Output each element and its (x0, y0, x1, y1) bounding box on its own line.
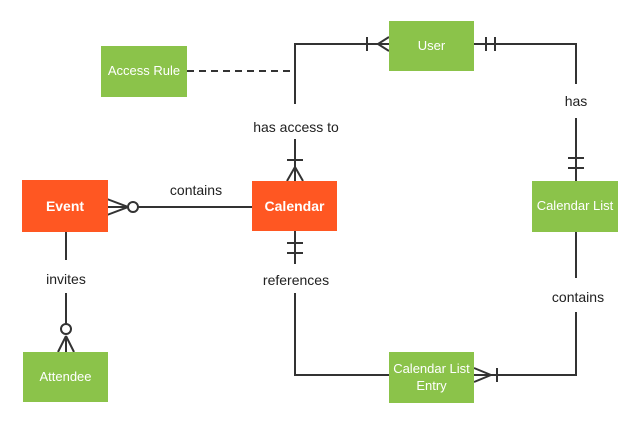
relationship-label-has-access-to: has access to (251, 119, 341, 135)
relationship-label-references: references (260, 272, 332, 288)
entity-access-rule-label: Access Rule (107, 63, 181, 79)
crowfoot-many-icon (286, 166, 304, 182)
entity-user-label: User (417, 37, 446, 53)
entity-event[interactable]: Event (22, 180, 108, 232)
relationship-label-has: has (562, 93, 590, 109)
entity-calendar-list[interactable]: Calendar List (532, 181, 618, 232)
entity-event-label: Event (45, 197, 85, 214)
connector-line (474, 43, 577, 181)
connector-calendar-references-entry (287, 231, 389, 376)
connector-line (294, 231, 389, 376)
connector-calendar-list-contains-entry (473, 232, 577, 383)
connector-line (474, 232, 577, 376)
entity-calendar-list-entry-label: Calendar List Entry (393, 360, 470, 393)
connector-user-has-access-to-calendar (286, 36, 390, 182)
zero-circle-icon (60, 323, 72, 335)
connector-line (294, 43, 389, 181)
entity-access-rule[interactable]: Access Rule (101, 46, 187, 97)
relationship-label-contains-calendar-list: contains (549, 289, 607, 305)
exactly-one-ticks-icon (568, 157, 584, 169)
entity-calendar-label: Calendar (264, 197, 325, 214)
crowfoot-many-icon (57, 335, 75, 353)
exactly-one-ticks-icon (485, 37, 496, 51)
connector-event-invites-attendee (57, 232, 75, 353)
relationship-label-invites: invites (44, 271, 88, 287)
connector-calendar-contains-event (106, 198, 252, 216)
crowfoot-many-icon (377, 36, 390, 52)
entity-user[interactable]: User (389, 21, 474, 71)
crowfoot-many-icon (106, 198, 129, 216)
zero-circle-icon (127, 201, 139, 213)
exactly-one-ticks-icon (287, 242, 303, 254)
crowfoot-many-icon (473, 367, 492, 383)
relationship-label-contains-event-calendar: contains (167, 182, 225, 198)
entity-attendee[interactable]: Attendee (23, 352, 108, 402)
entity-calendar-list-entry[interactable]: Calendar List Entry (389, 352, 474, 403)
entity-calendar[interactable]: Calendar (252, 181, 337, 231)
entity-attendee-label: Attendee (39, 368, 92, 384)
entity-calendar-list-label: Calendar List (536, 198, 614, 214)
connector-user-has-calendar-list (474, 37, 584, 181)
